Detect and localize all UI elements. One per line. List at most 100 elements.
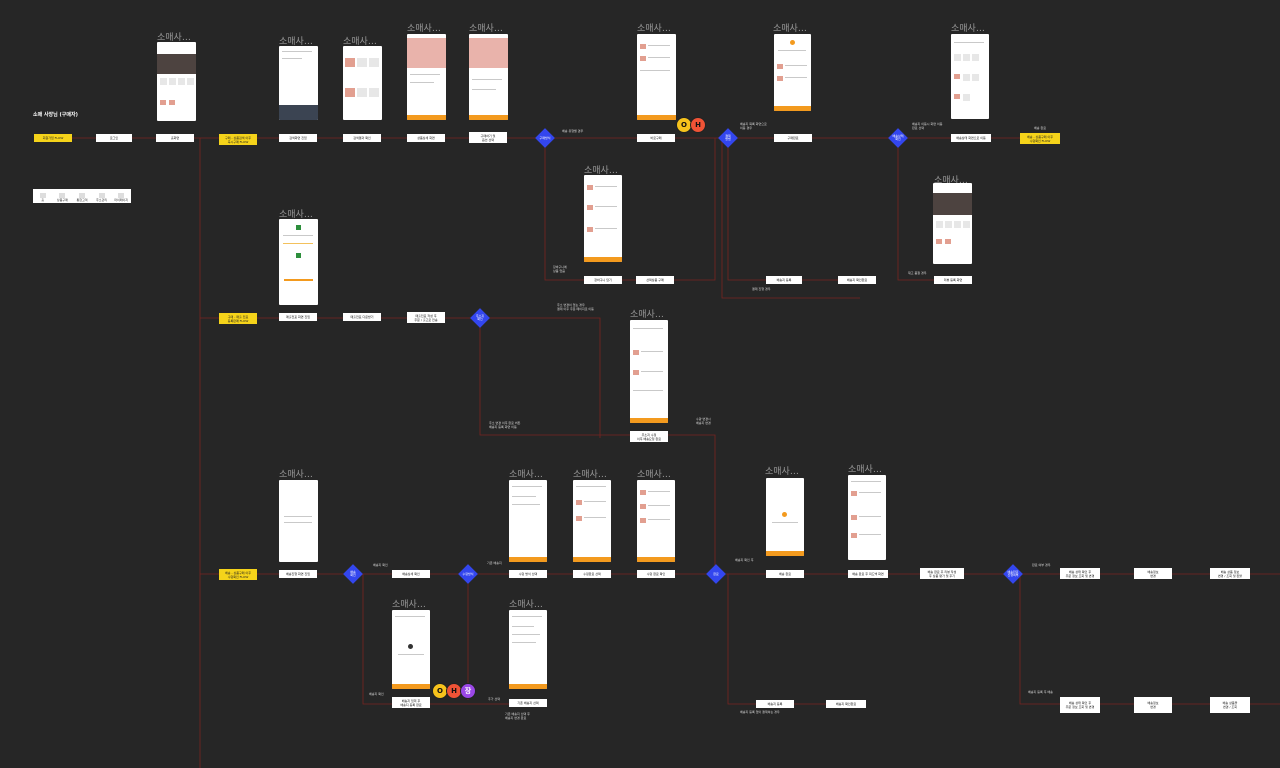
- alt-select-phone[interactable]: [509, 610, 547, 689]
- receipt-select-phone[interactable]: [509, 480, 547, 562]
- phone-label: 소매사…: [951, 24, 985, 34]
- order-sheet-phone[interactable]: [279, 219, 318, 305]
- flow-start[interactable]: 회원가입 FLOW: [34, 134, 72, 142]
- addr-new-step[interactable]: 배송지 입력 후 배송지 등록 완료: [392, 697, 430, 708]
- flow2-start[interactable]: 구매 - 매출 전표 등록판매 FLOW: [219, 313, 257, 324]
- cart-step[interactable]: 장바구니 담기: [584, 276, 622, 284]
- note: 추가 선택: [488, 697, 500, 701]
- legend: 홈 상품구매 통합고객 주소관리 마이페이지: [33, 189, 131, 203]
- phone-label: 소매사…: [392, 600, 426, 610]
- delivery-decision[interactable]: 배송상태 확인: [885, 128, 911, 148]
- legend-customer: 통합고객: [73, 191, 91, 203]
- product-phone[interactable]: [407, 34, 446, 120]
- order-entry-step[interactable]: 매출전표 화면 진입: [279, 313, 317, 321]
- purchase-decision[interactable]: 구매방식: [532, 128, 558, 148]
- final-2-step[interactable]: 배송정보 변경: [1134, 568, 1172, 579]
- note: 수량 변경시 배송지 변경: [696, 417, 711, 425]
- search-step[interactable]: 검색화면 진입: [279, 134, 317, 142]
- issue-step[interactable]: 배송 완료 후 리뷰 작성 후 상품 평가 및 후기: [920, 568, 964, 579]
- payment-decision[interactable]: 결제 방법: [715, 128, 741, 148]
- direct-order-step[interactable]: 바로구매: [637, 134, 675, 142]
- deposit-wait-step[interactable]: 배송지 등록: [766, 276, 802, 284]
- feedback-step[interactable]: 배송 완료 후 피드백 화면: [848, 570, 888, 578]
- receipt-complete-step[interactable]: 수령완료 선택: [573, 570, 611, 578]
- note: 주소 변경이 없는 경우 결제 이후 주문 페이지로 이동: [557, 303, 594, 311]
- phone-label: 소매사…: [157, 33, 191, 43]
- phone-label: 소매사…: [848, 465, 882, 475]
- addr-new-phone[interactable]: [392, 610, 430, 689]
- address-decision[interactable]: 주소지 확인: [467, 308, 493, 328]
- done-phone[interactable]: [766, 478, 804, 556]
- login-step[interactable]: 로그인: [96, 134, 132, 142]
- address-phone[interactable]: [630, 320, 668, 423]
- receipt-decision[interactable]: 수령방식: [455, 564, 481, 584]
- address-fix-step[interactable]: 주소지 수정 이후 배송요청 완료: [630, 431, 668, 442]
- check-decision[interactable]: 배송 확인: [340, 564, 366, 584]
- options-phone[interactable]: [469, 34, 508, 120]
- delivery-entry-phone[interactable]: [279, 480, 318, 562]
- review-phone[interactable]: [933, 183, 972, 264]
- legend-mypage: 마이페이지: [112, 191, 130, 203]
- cart-order-step[interactable]: 선택상품 구매: [636, 276, 674, 284]
- results-phone[interactable]: [343, 46, 382, 120]
- flow1-start[interactable]: 구매 - 상품검색 이후 즉시구매 FLOW: [219, 134, 257, 145]
- phone-label: 소매사…: [630, 310, 664, 320]
- phone-label: 소매사…: [773, 24, 807, 34]
- phone-label: 소매사…: [279, 470, 313, 480]
- complete-step[interactable]: 구매완료: [774, 134, 812, 142]
- deposit-a-step[interactable]: 배송지 등록: [756, 700, 794, 708]
- order-register-step[interactable]: 매출전표 다운받기: [343, 313, 381, 321]
- final-5-step[interactable]: 배송정보 변경: [1134, 697, 1172, 713]
- final-3-step[interactable]: 배송 상품 정보 변경 / 조회 및 환불: [1210, 568, 1250, 579]
- note: 장바구니에 상품 없음: [553, 265, 567, 273]
- legend-purchase: 상품구매: [53, 191, 71, 203]
- avatar: H: [690, 117, 706, 133]
- receipt-confirm-phone[interactable]: [637, 480, 675, 562]
- note: 재고 품절 경우: [908, 271, 927, 275]
- order-phone[interactable]: [637, 34, 676, 120]
- receipt-select-step[interactable]: 수령 방식 선택: [509, 570, 547, 578]
- final-6-step[interactable]: 배송 상품을 변경 / 조회: [1210, 697, 1250, 713]
- note: 배송지 확인: [373, 563, 388, 567]
- delivery-step[interactable]: 배송상태 화면으로 이동: [951, 134, 991, 142]
- cart-phone[interactable]: [584, 175, 622, 262]
- deposit-confirm-step[interactable]: 배송지 확인완료: [838, 276, 876, 284]
- complete-phone[interactable]: [774, 34, 811, 111]
- flow3-start[interactable]: 배송 - 상품구매 이후 수령확인 FLOW: [219, 569, 257, 580]
- legend-address: 주소관리: [93, 191, 111, 203]
- note: 배송지 등록 없이 결제하는 경우: [740, 710, 780, 714]
- options-step[interactable]: 구매하기 및 옵션 선택: [469, 132, 507, 143]
- final-decision[interactable]: 배송완료 진행여부: [1000, 564, 1026, 584]
- end-flow[interactable]: 배송 - 상품구매 이후 수령확인 FLOW: [1020, 133, 1060, 144]
- board-title: 소매 사장님 (구매자): [33, 112, 78, 118]
- phone-label: 소매사…: [637, 24, 671, 34]
- results-step[interactable]: 검색결과 확인: [343, 134, 381, 142]
- receipt-confirm-step[interactable]: 수령 완료 확인: [637, 570, 675, 578]
- note: 배송지 목록 화면으로 이동 경우: [740, 122, 767, 130]
- delivery-entry-step[interactable]: 배송진행 화면 진입: [279, 570, 317, 578]
- note: 배송지 이동시 화면 이동 완료 선택: [912, 122, 943, 130]
- alt-select-step[interactable]: 기존 배송지 선택: [509, 699, 547, 707]
- done-decision[interactable]: 완료: [703, 564, 729, 584]
- phone-label: 소매사…: [509, 470, 543, 480]
- note: 주소 변경 이후 완료 버튼 배송지 등록 화면 이동: [489, 421, 521, 429]
- receipt-complete-phone[interactable]: [573, 480, 611, 562]
- phone-label: 소매사…: [573, 470, 607, 480]
- phone-label: 소매사…: [509, 600, 543, 610]
- final-4-step[interactable]: 배송 상태 확인 후 주문 정보 조회 및 변경: [1060, 697, 1100, 713]
- final-1-step[interactable]: 배송 상태 확인 후 주문 정보 조회 및 변경: [1060, 568, 1100, 579]
- search-phone[interactable]: [279, 46, 318, 120]
- home-phone[interactable]: [157, 42, 196, 121]
- product-step[interactable]: 상품상세 화면: [407, 134, 445, 142]
- delivery-phone[interactable]: [951, 34, 989, 119]
- review-step[interactable]: 리뷰 등록 화면: [934, 276, 972, 284]
- note: 배송지 확인 후: [735, 558, 754, 562]
- deposit-b-step[interactable]: 배송지 확인완료: [826, 700, 866, 708]
- order-bundle-step[interactable]: 매출전표 작성 후 주문 / 출고로 전송: [407, 312, 445, 323]
- feedback-phone[interactable]: [848, 475, 886, 560]
- home-step[interactable]: 홈화면: [156, 134, 194, 142]
- delivery-detail-step[interactable]: 배송상세 확인: [392, 570, 430, 578]
- done-step[interactable]: 배송 완료: [766, 570, 804, 578]
- collaborator-avatars: O H 장: [432, 683, 476, 699]
